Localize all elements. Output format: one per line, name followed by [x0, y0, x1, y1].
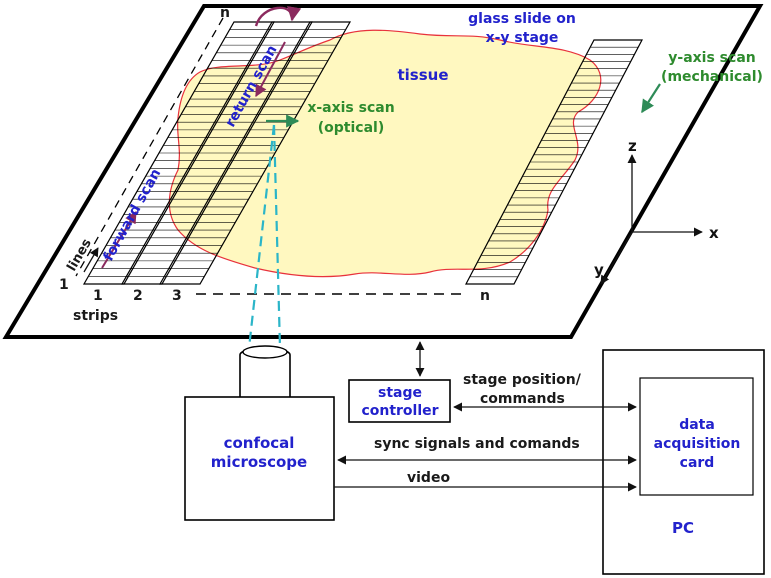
microscope-label-line1: confocal: [224, 434, 295, 452]
y-axis-label: y: [594, 261, 604, 279]
slide-title-line1: glass slide on: [468, 11, 576, 27]
stage-position-label-line1: stage position/: [463, 372, 582, 388]
sync-label: sync signals and comands: [374, 436, 580, 452]
pc-label: PC: [672, 519, 694, 537]
tissue-region: [168, 29, 602, 278]
controller-label-line2: controller: [361, 403, 438, 419]
video-label: video: [407, 470, 450, 486]
y-axis-scan-arrow: [641, 83, 661, 114]
n-top-label: n: [220, 5, 230, 21]
daq-label-line3: card: [680, 455, 715, 471]
left-scan-strips: [82, 21, 352, 285]
z-axis-label: z: [628, 137, 637, 155]
strip-number-3: 3: [172, 288, 182, 304]
line-one-label: 1: [59, 277, 69, 293]
strip-3-outline: [158, 21, 352, 285]
slide-title-line2: x-y stage: [486, 30, 559, 46]
y-axis-scan-label-line1: y-axis scan: [668, 50, 755, 66]
coordinate-axes: [600, 154, 703, 285]
confocal-microscope-box: [184, 396, 335, 521]
microscope-label-line2: microscope: [211, 453, 307, 471]
right-scan-strip: [465, 39, 643, 285]
return-curve-arrow: [254, 6, 302, 27]
data-acquisition-card-box: [639, 377, 754, 496]
x-axis-scan-label-line1: x-axis scan: [307, 100, 394, 116]
lines-arrow: [83, 247, 99, 273]
x-axis-label: x: [709, 224, 719, 242]
lines-dashed-guide: [75, 17, 224, 277]
daq-label-line2: acquisition: [654, 436, 741, 452]
controller-label-line1: stage: [378, 385, 422, 401]
strip-number-2: 2: [133, 288, 143, 304]
beam-right-edge: [272, 124, 282, 349]
beam-left-edge: [247, 124, 276, 349]
objective-lens-top: [242, 345, 288, 359]
stage-controller-box: [348, 379, 451, 423]
strip-n-outline: [465, 39, 643, 285]
tissue-label: tissue: [397, 66, 448, 84]
return-scan-arrow: [255, 41, 286, 98]
strips-label: strips: [73, 308, 118, 324]
strip-number-1: 1: [93, 288, 103, 304]
stage-position-label-line2: commands: [480, 391, 565, 407]
x-axis-scan-label-line2: (optical): [318, 120, 384, 136]
forward-scan-arrow: [101, 210, 137, 269]
daq-label-line1: data: [679, 417, 715, 433]
n-bottom-label: n: [480, 288, 490, 304]
y-axis-scan-label-line2: (mechanical): [661, 69, 763, 85]
